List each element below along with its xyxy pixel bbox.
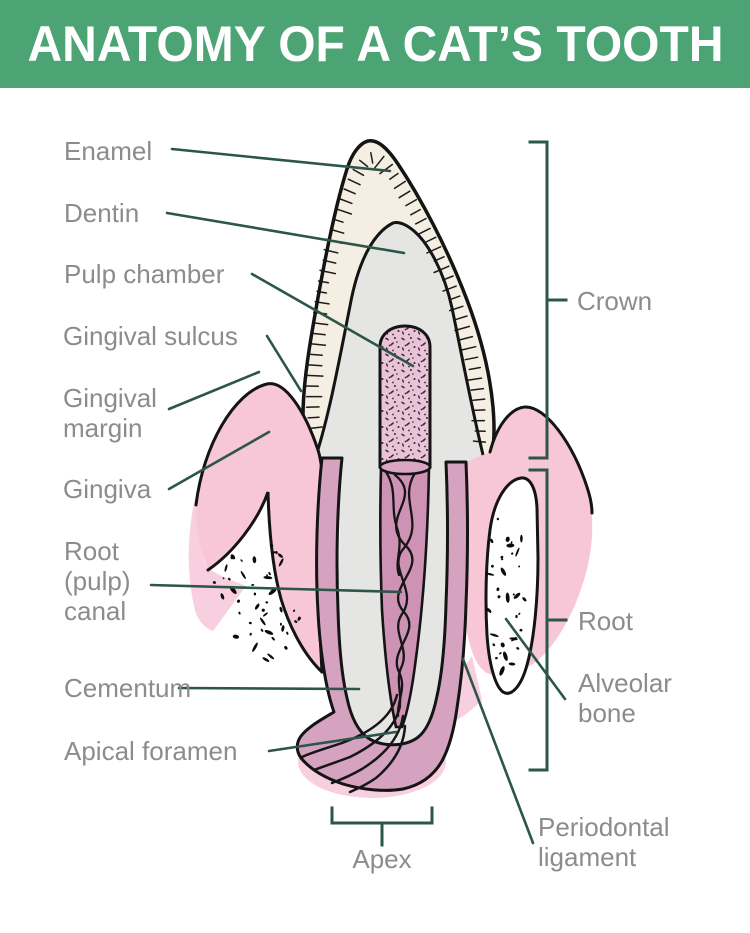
leader-cementum [177, 686, 361, 691]
label-gingival-sulcus: Gingival sulcus [63, 321, 238, 351]
brackets [330, 140, 568, 847]
enamel-outline [301, 139, 496, 461]
label-alveolar-bone: Alveolar bone [578, 668, 672, 728]
cementum-shape [295, 456, 469, 792]
cementum-group [295, 456, 469, 794]
title-banner: ANATOMY OF A CAT’S TOOTH [0, 0, 750, 88]
leader-periodontal-ligament [461, 657, 535, 845]
leader-lines [149, 147, 567, 845]
leader-gingival-sulcus [265, 334, 303, 393]
leader-dentin [165, 211, 406, 255]
pulp-chamber-outline [378, 324, 432, 469]
label-root-pulp-canal: Root (pulp) canal [64, 536, 131, 626]
dentin-junction-outline [314, 221, 486, 460]
apex-bracket [330, 806, 434, 825]
leader-apical-foramen [267, 730, 398, 753]
apex-canal-exit-lines [300, 693, 407, 794]
right-gingiva-outline [488, 405, 594, 515]
label-enamel: Enamel [64, 136, 153, 166]
leader-alveolar-bone [504, 617, 567, 701]
left-gingiva-shape [195, 383, 322, 672]
leader-pulp-chamber [250, 272, 415, 368]
label-apex: Apex [352, 844, 412, 874]
right-alveolar-bone-socket [484, 476, 540, 695]
pulp-chamber-stipple [380, 326, 430, 467]
canal-nerve-squiggles [384, 470, 417, 718]
label-root: Root [578, 606, 633, 636]
leader-gingiva [167, 430, 271, 491]
label-gingiva: Gingiva [63, 474, 152, 504]
pulp-system [378, 324, 432, 729]
label-gingival-margin: Gingival margin [63, 383, 157, 443]
left-attached-gingiva-shade [188, 498, 246, 631]
left-bone-speckles [212, 544, 301, 662]
page-title: ANATOMY OF A CAT’S TOOTH [27, 16, 723, 72]
label-cementum: Cementum [64, 673, 192, 703]
root-canal-shape [379, 465, 431, 729]
right-bone-speckles [485, 517, 527, 676]
alveolar-bone-group [212, 476, 540, 695]
label-periodontal-ligament: Periodontal ligament [538, 812, 670, 872]
left-gingiva-arch-outline [206, 491, 324, 674]
leader-root-pulp-canal [149, 583, 403, 594]
leader-enamel [170, 147, 392, 173]
leader-gingival-margin [167, 370, 261, 411]
label-dentin: Dentin [64, 198, 140, 228]
label-apical-foramen: Apical foramen [64, 736, 238, 766]
pulp-canal-junction-ellipse [378, 458, 432, 476]
label-pulp-chamber: Pulp chamber [64, 259, 225, 289]
label-crown: Crown [577, 286, 653, 316]
